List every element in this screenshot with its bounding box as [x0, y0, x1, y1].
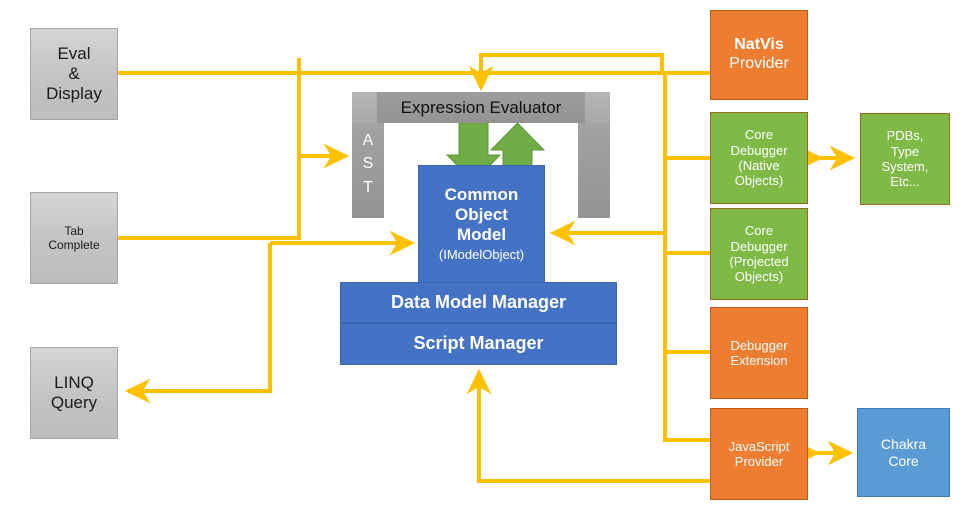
natvis-line2: Provider	[729, 55, 789, 72]
data-model-manager-box[interactable]: Data Model Manager	[340, 282, 617, 323]
ast-letter-t: T	[363, 178, 373, 196]
com-line1: Common	[444, 185, 519, 205]
chakra-line1: Chakra	[880, 435, 927, 452]
wire-javascript-provider-to-script-manager	[466, 368, 710, 483]
pdbs-type-system-box[interactable]: PDBs, Type System, Etc...	[860, 113, 950, 205]
com-line3: Model	[456, 225, 507, 245]
wire-bus-to-linq-query	[124, 243, 272, 404]
tab-complete-line1: Tab	[64, 223, 84, 238]
cdn-line4: Objects)	[734, 173, 784, 189]
eval-display-line3: Display	[46, 84, 102, 104]
debugger-extension-box[interactable]: Debugger Extension	[710, 307, 808, 399]
ast-label: A S T	[352, 120, 384, 208]
script-manager-box[interactable]: Script Manager	[340, 323, 617, 365]
ast-letter-s: S	[362, 155, 374, 173]
natvis-provider-box[interactable]: NatVis Provider	[710, 10, 808, 100]
chakra-line2: Core	[888, 452, 919, 469]
pdbs-line2: Type	[890, 143, 920, 159]
eval-display-line1: Eval	[57, 43, 91, 63]
natvis-line1: NatVis	[734, 36, 784, 54]
data-model-manager-label: Data Model Manager	[390, 291, 567, 312]
pdbs-line1: PDBs,	[886, 128, 924, 144]
cdp-line1: Core	[744, 223, 774, 239]
core-debugger-native-box[interactable]: Core Debugger (Native Objects)	[710, 112, 808, 204]
wire-core-debugger-native-to-com	[549, 156, 710, 246]
cdn-line2: Debugger	[730, 142, 788, 158]
dbgext-line1: Debugger	[730, 337, 788, 353]
cdp-line3: (Projected	[729, 254, 789, 269]
linq-query-line1: LINQ	[54, 372, 94, 392]
cdp-line2: Debugger	[730, 238, 788, 254]
jsprov-line2: Provider	[734, 454, 784, 469]
ast-letter-a: A	[362, 132, 374, 150]
wire-tab-complete-to-bus	[118, 156, 301, 240]
script-manager-label: Script Manager	[413, 333, 544, 354]
tab-complete-line2: Complete	[48, 238, 100, 252]
eval-display-line2: &	[68, 63, 80, 83]
cdn-line1: Core	[744, 127, 774, 143]
linq-query-line2: Query	[50, 393, 98, 412]
pdbs-line3: System,	[881, 159, 929, 174]
tab-complete-box[interactable]: Tab Complete	[30, 192, 118, 284]
javascript-provider-box[interactable]: JavaScript Provider	[710, 408, 808, 500]
com-subtitle: (IModelObject)	[438, 247, 525, 263]
pdbs-line4: Etc...	[890, 174, 920, 190]
expression-evaluator-title: Expression Evaluator	[377, 92, 585, 123]
eval-and-display-box[interactable]: Eval & Display	[30, 28, 118, 120]
chakra-core-box[interactable]: Chakra Core	[857, 408, 950, 497]
common-object-model-box[interactable]: Common Object Model (IModelObject)	[418, 165, 545, 283]
com-line2: Object	[455, 205, 508, 225]
dbgext-line2: Extension	[730, 353, 788, 368]
linq-query-box[interactable]: LINQ Query	[30, 347, 118, 439]
cdp-line4: Objects)	[734, 269, 784, 285]
cdn-line3: (Native	[738, 158, 780, 173]
wire-eval-to-expression-evaluator	[118, 53, 664, 92]
jsprov-line1: JavaScript	[728, 438, 790, 454]
wire-javascript-provider-to-trunk	[663, 352, 710, 442]
core-debugger-projected-box[interactable]: Core Debugger (Projected Objects)	[710, 208, 808, 300]
